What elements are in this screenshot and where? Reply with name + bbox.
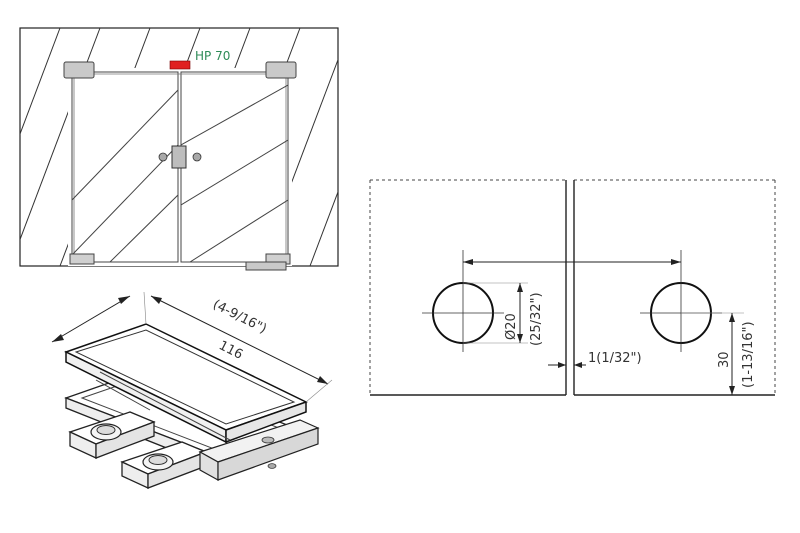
bottom-patch-fitting-left: [69, 253, 95, 265]
gap-label: 1(1/32"): [588, 351, 642, 366]
diameter-in-label: (25/32"): [529, 292, 544, 346]
door-knob-left: [158, 152, 168, 162]
dimension-gap: 1(1/32"): [548, 351, 642, 368]
length-in-label: (4-9/16"): [210, 297, 269, 337]
height-in-label: (1-13/16"): [741, 321, 756, 388]
glass-reflection-right: [181, 84, 288, 262]
length-mm-label: 116: [216, 338, 245, 363]
glass-panel-left: [71, 71, 179, 263]
top-patch-fitting-left: [63, 61, 95, 79]
top-patch-fitting-right: [265, 61, 297, 79]
glass-panel-right: [180, 71, 289, 263]
door-elevation: HP 70: [19, 27, 339, 271]
glass-reflection-left: [72, 89, 178, 262]
clamp-pad-left: [68, 411, 156, 460]
isometric-fitting: 116 (4-9/16"): [51, 291, 333, 490]
door-knob-right: [192, 152, 202, 162]
diameter-mm-label: Ø20: [504, 313, 519, 340]
height-mm-label: 30: [717, 351, 732, 368]
model-label: HP 70: [195, 49, 230, 63]
hole-template: Ø20 (25/32") 1(1/32") 30 (1-13/16"): [369, 179, 776, 396]
dimension-diameter: Ø20 (25/32"): [463, 282, 544, 346]
dimension-width: [51, 295, 131, 343]
center-lock: [171, 145, 187, 169]
hp70-mount: [169, 60, 191, 70]
dimension-height: 30 (1-13/16"): [681, 312, 756, 395]
floor-spring-cover: [245, 261, 287, 271]
dimension-center-distance: [463, 259, 681, 265]
clamp-pad-right: [120, 441, 208, 490]
